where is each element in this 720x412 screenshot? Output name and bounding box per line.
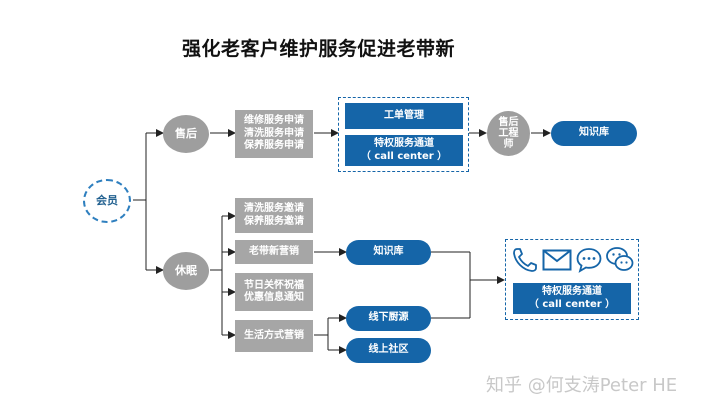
- offline-kitchen-pill: 线下厨源: [346, 306, 431, 331]
- phone-icon: [513, 248, 537, 272]
- watermark: 知乎 @何支涛Peter HE: [486, 375, 678, 396]
- contact-channels-group: [505, 239, 639, 320]
- engineer-node: 售后 工程 师: [487, 111, 530, 156]
- page-title: 强化老客户维护服务促进老带新: [182, 38, 456, 60]
- online-community-pill: 线上社区: [346, 338, 431, 363]
- holiday-care-box: 节日关怀祝福 优惠信息通知: [235, 273, 313, 311]
- knowledge-base-top: 知识库: [551, 121, 637, 146]
- after-sales-services-box: 维修服务申请 清洗服务申请 保养服务申请: [235, 110, 313, 158]
- lifestyle-marketing-box: 生活方式营销: [235, 320, 313, 352]
- mail-icon: [542, 249, 572, 271]
- referral-marketing-box: 老带新营销: [235, 240, 313, 264]
- privilege-channel-right: 特权服务通道 （ call center ）: [513, 283, 631, 314]
- work-order-group: [338, 97, 469, 172]
- chat-bubble-icon: [576, 248, 602, 273]
- wechat-icon: [606, 247, 634, 271]
- knowledge-base-mid: 知识库: [346, 240, 431, 265]
- member-node: 会员: [83, 179, 131, 223]
- work-order-box: 工单管理: [345, 103, 463, 129]
- privilege-channel-top: 特权服务通道 （ call center ）: [345, 135, 463, 166]
- invite-services-box: 清洗服务邀请 保养服务邀请: [235, 198, 313, 233]
- dormant-node: 休眠: [163, 252, 209, 290]
- after-sales-node: 售后: [163, 115, 209, 153]
